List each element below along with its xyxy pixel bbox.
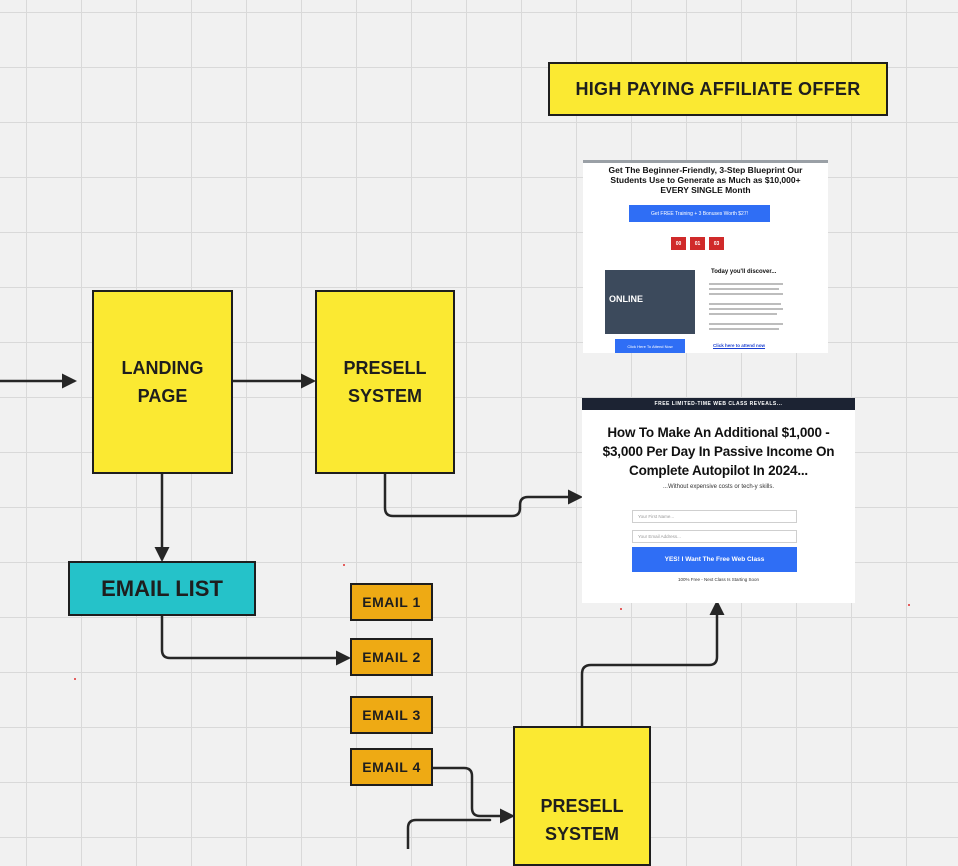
text-line bbox=[709, 313, 777, 315]
presell-system-label-1: PRESELL bbox=[343, 358, 427, 378]
landing-page-label-1: LANDING bbox=[121, 358, 204, 378]
email-list-node[interactable]: EMAIL LIST bbox=[68, 561, 256, 616]
text-line bbox=[709, 303, 781, 305]
affiliate-offer-page-screenshot[interactable]: Get The Beginner-Friendly, 3-Step Bluepr… bbox=[583, 160, 828, 353]
wire-presell-to-webclass bbox=[383, 472, 583, 518]
email-1-node[interactable]: EMAIL 1 bbox=[350, 583, 433, 621]
landing-page-node[interactable]: LANDING PAGE bbox=[92, 290, 233, 474]
text-line bbox=[709, 288, 779, 290]
presell-system-label-2: SYSTEM bbox=[347, 386, 422, 406]
video-thumbnail: ONLINE bbox=[605, 270, 695, 334]
timer-box: 03 bbox=[709, 237, 724, 250]
presell-bottom-label-2: SYSTEM bbox=[544, 824, 619, 844]
email-2-node[interactable]: EMAIL 2 bbox=[350, 638, 433, 676]
text-line bbox=[709, 283, 783, 285]
affiliate-offer-box[interactable]: HIGH PAYING AFFILIATE OFFER bbox=[548, 62, 888, 116]
presell-system-node-top[interactable]: PRESELL SYSTEM bbox=[315, 290, 455, 474]
webclass-submit-button: YES! I Want The Free Web Class bbox=[632, 547, 797, 572]
offer-cta-button: Get FREE Training + 3 Bonuses Worth $27! bbox=[629, 205, 770, 222]
email-3-node[interactable]: EMAIL 3 bbox=[350, 696, 433, 734]
wire-email-4-to-presell-bottom bbox=[431, 766, 515, 824]
canvas-dot bbox=[343, 564, 345, 566]
attend-button: Click Here To Attend Now bbox=[615, 339, 685, 353]
webclass-subheadline: ...Without expensive costs or tech-y ski… bbox=[662, 484, 775, 490]
canvas-dot bbox=[620, 608, 622, 610]
webclass-banner: FREE LIMITED-TIME WEB CLASS REVEALS... bbox=[582, 398, 855, 410]
first-name-field: Your First Name... bbox=[632, 510, 797, 523]
text-line bbox=[709, 293, 783, 295]
text-line bbox=[709, 328, 779, 330]
discover-heading: Today you'll discover... bbox=[711, 269, 777, 275]
canvas-dot bbox=[74, 678, 76, 680]
webclass-headline: How To Make An Additional $1,000 - $3,00… bbox=[602, 425, 835, 478]
timer-box: 01 bbox=[690, 237, 705, 250]
wire-bottom-to-presell-bottom bbox=[406, 818, 492, 849]
thumbnail-text: ONLINE bbox=[609, 294, 644, 304]
text-line bbox=[709, 308, 783, 310]
attend-link: Click here to attend now bbox=[713, 343, 766, 348]
offer-headline: Get The Beginner-Friendly, 3-Step Bluepr… bbox=[608, 165, 803, 195]
email-address-field: Your Email Address... bbox=[632, 530, 797, 543]
wire-presell-bottom-to-webclass bbox=[580, 600, 725, 728]
timer-box: 00 bbox=[671, 237, 686, 250]
text-line bbox=[709, 323, 783, 325]
presell-bottom-label-1: PRESELL bbox=[540, 796, 624, 816]
presell-system-node-bottom[interactable]: PRESELL SYSTEM bbox=[513, 726, 651, 866]
email-4-node[interactable]: EMAIL 4 bbox=[350, 748, 433, 786]
webclass-optin-page-screenshot[interactable]: FREE LIMITED-TIME WEB CLASS REVEALS... H… bbox=[582, 398, 855, 603]
canvas-dot bbox=[908, 604, 910, 606]
webclass-footnote: 100% Free - Next Class Is Starting Soon bbox=[677, 577, 760, 582]
wire-email-list-to-email-2 bbox=[160, 614, 351, 666]
landing-page-label-2: PAGE bbox=[137, 386, 188, 406]
